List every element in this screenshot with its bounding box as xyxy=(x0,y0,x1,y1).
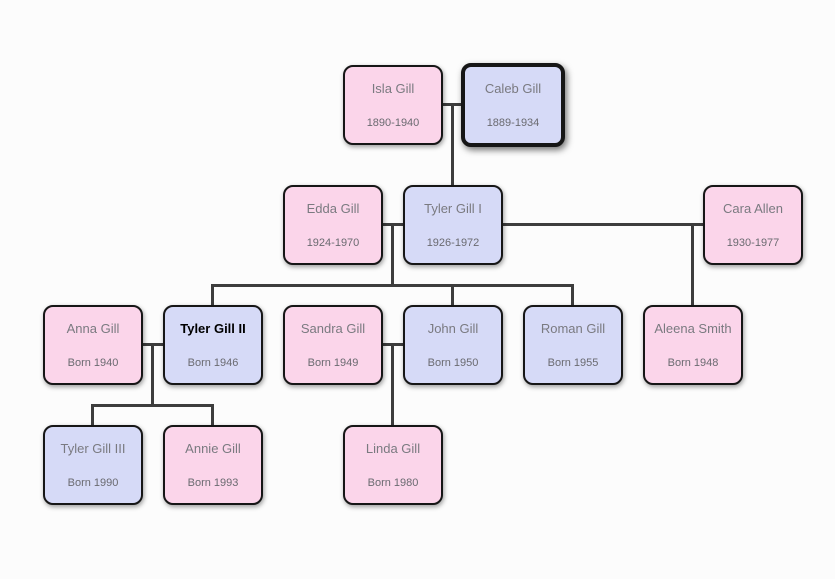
person-box-caleb-gill[interactable]: Caleb Gill 1889-1934 xyxy=(461,63,565,147)
person-name: Edda Gill xyxy=(306,201,360,216)
connector-drop-linda-gill xyxy=(391,343,394,427)
person-box-isla-gill[interactable]: Isla Gill 1890-1940 xyxy=(343,65,443,145)
person-dates: Born 1940 xyxy=(67,357,119,369)
connector-marriage-tyler-i-cara xyxy=(501,223,705,226)
person-box-tyler-gill-i[interactable]: Tyler Gill I 1926-1972 xyxy=(403,185,503,265)
person-dates: 1926-1972 xyxy=(426,237,480,249)
person-name: Aleena Smith xyxy=(654,321,732,336)
person-box-tyler-gill-ii[interactable]: Tyler Gill II Born 1946 xyxy=(163,305,263,385)
connector-drop-john-gill xyxy=(451,284,454,307)
person-box-annie-gill[interactable]: Annie Gill Born 1993 xyxy=(163,425,263,505)
connector-sibling-bus-gen4 xyxy=(91,404,214,407)
connector-drop-tyler-gill-i xyxy=(451,103,454,187)
person-box-john-gill[interactable]: John Gill Born 1950 xyxy=(403,305,503,385)
person-dates: Born 1993 xyxy=(187,477,239,489)
person-box-anna-gill[interactable]: Anna Gill Born 1940 xyxy=(43,305,143,385)
person-dates: 1924-1970 xyxy=(306,237,360,249)
person-box-linda-gill[interactable]: Linda Gill Born 1980 xyxy=(343,425,443,505)
connector-drop-annie-gill xyxy=(211,404,214,427)
person-name: Cara Allen xyxy=(723,201,783,216)
person-dates: Born 1980 xyxy=(367,477,419,489)
person-dates: Born 1955 xyxy=(547,357,599,369)
person-name: Sandra Gill xyxy=(300,321,366,336)
connector-drop-tyler-gill-ii xyxy=(211,284,214,307)
person-dates: 1890-1940 xyxy=(366,117,420,129)
person-dates: Born 1946 xyxy=(187,357,239,369)
person-dates: Born 1948 xyxy=(667,357,719,369)
connector-drop-aleena-smith xyxy=(691,223,694,307)
person-name: Linda Gill xyxy=(365,441,421,456)
person-name: Tyler Gill II xyxy=(180,321,246,336)
person-dates: 1889-1934 xyxy=(486,117,540,129)
person-dates: Born 1950 xyxy=(427,357,479,369)
person-box-tyler-gill-iii[interactable]: Tyler Gill III Born 1990 xyxy=(43,425,143,505)
person-dates: Born 1990 xyxy=(67,477,119,489)
person-name: John Gill xyxy=(427,321,479,336)
connector-sibling-bus-gen3 xyxy=(211,284,574,287)
person-name: Tyler Gill I xyxy=(424,201,482,216)
connector-drop-family-anna-tyler-ii xyxy=(151,343,154,407)
person-box-roman-gill[interactable]: Roman Gill Born 1955 xyxy=(523,305,623,385)
connector-drop-family-edda-tyler xyxy=(391,223,394,287)
connector-drop-roman-gill xyxy=(571,284,574,307)
person-name: Annie Gill xyxy=(185,441,241,456)
person-box-aleena-smith[interactable]: Aleena Smith Born 1948 xyxy=(643,305,743,385)
connector-drop-tyler-gill-iii xyxy=(91,404,94,427)
person-name: Caleb Gill xyxy=(484,81,542,96)
person-name: Anna Gill xyxy=(66,321,120,336)
person-name: Roman Gill xyxy=(540,321,606,336)
person-box-edda-gill[interactable]: Edda Gill 1924-1970 xyxy=(283,185,383,265)
person-dates: 1930-1977 xyxy=(726,237,780,249)
person-name: Isla Gill xyxy=(371,81,415,96)
person-box-cara-allen[interactable]: Cara Allen 1930-1977 xyxy=(703,185,803,265)
person-box-sandra-gill[interactable]: Sandra Gill Born 1949 xyxy=(283,305,383,385)
person-name: Tyler Gill III xyxy=(60,441,126,456)
person-dates: Born 1949 xyxy=(307,357,359,369)
